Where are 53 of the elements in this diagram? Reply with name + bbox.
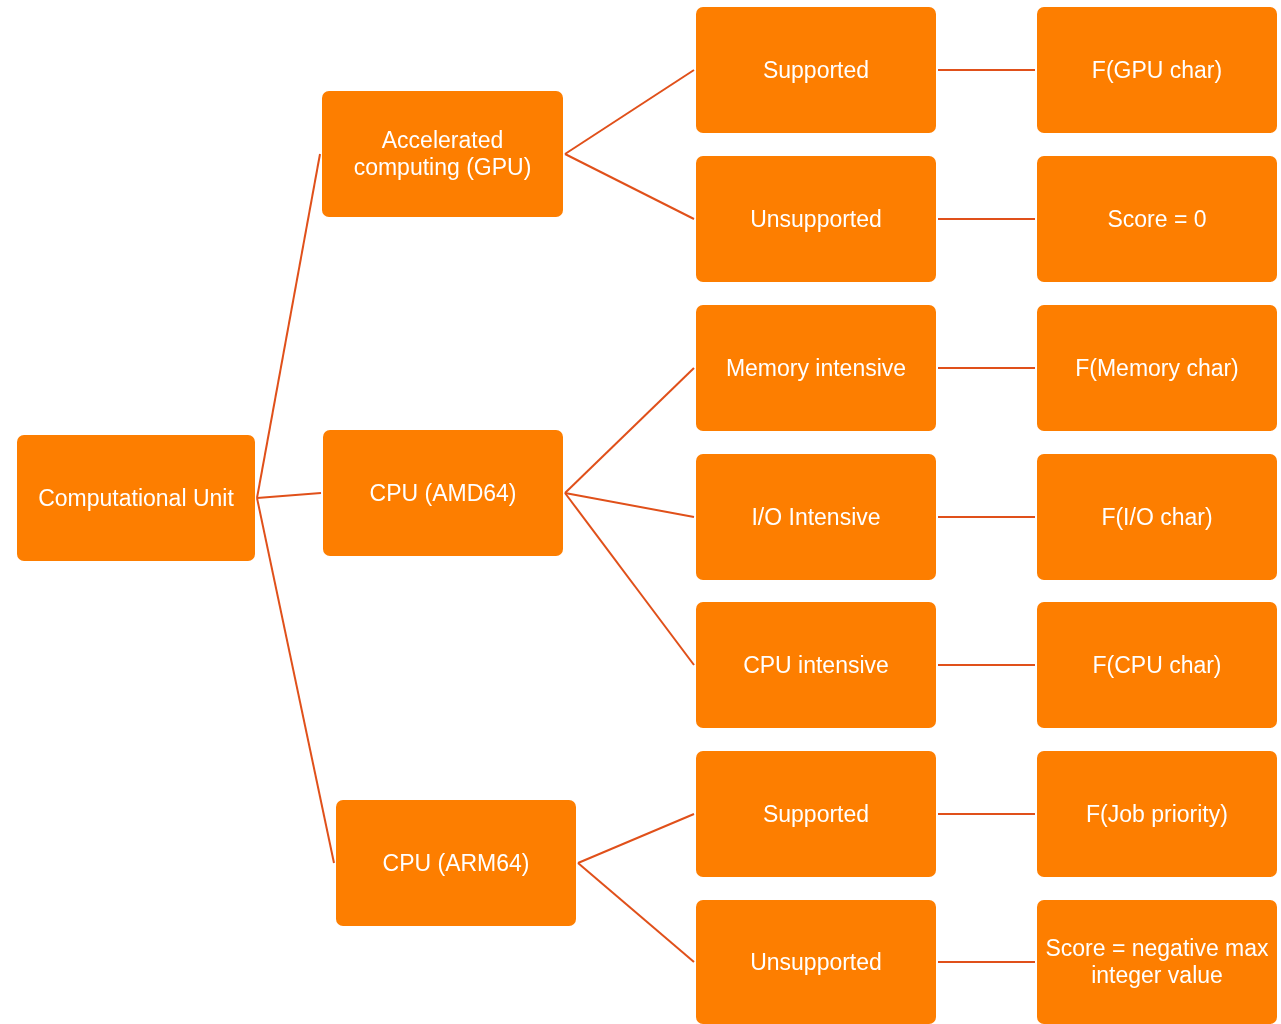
- process-box: [696, 7, 936, 133]
- process-box: [696, 751, 936, 877]
- connector-line: [564, 69, 695, 155]
- node-label: CPU (AMD64): [369, 479, 517, 507]
- connector-line: [564, 492, 695, 666]
- node-label: F(I/O char): [1101, 503, 1213, 531]
- process-box: [1037, 156, 1277, 282]
- process-box: [323, 430, 563, 556]
- process-box: [1037, 751, 1277, 877]
- connector-line: [937, 218, 1036, 220]
- process-box: [696, 454, 936, 580]
- connector-line: [256, 153, 321, 499]
- connector-line: [937, 516, 1036, 518]
- node-label: Memory intensive: [725, 354, 907, 382]
- process-box: [696, 305, 936, 431]
- node-label: Score = 0: [1107, 205, 1207, 233]
- connector-line: [937, 813, 1036, 815]
- process-box: [1037, 7, 1277, 133]
- connector-line: [256, 492, 322, 499]
- process-box: [17, 435, 255, 561]
- node-label: Score = negative max integer value: [1044, 935, 1270, 989]
- process-box: [1037, 305, 1277, 431]
- node-label: Unsupported: [750, 948, 882, 976]
- node-label: Unsupported: [750, 205, 882, 233]
- connector-line: [577, 813, 695, 864]
- connector-line: [256, 497, 335, 864]
- process-box: [1037, 900, 1277, 1024]
- connector-line: [937, 664, 1036, 666]
- process-box: [336, 800, 576, 926]
- process-box: [696, 900, 936, 1024]
- connector-line: [937, 961, 1036, 963]
- process-box: [1037, 454, 1277, 580]
- process-box: [696, 602, 936, 728]
- process-box: [1037, 602, 1277, 728]
- connector-line: [564, 153, 695, 220]
- node-label: Accelerated computing (GPU): [352, 127, 533, 181]
- node-label: CPU (ARM64): [382, 849, 530, 877]
- node-label: F(Job priority): [1086, 800, 1228, 828]
- connector-line: [937, 69, 1036, 71]
- node-label: F(Memory char): [1075, 354, 1239, 382]
- node-label: CPU intensive: [743, 651, 889, 679]
- node-label: F(CPU char): [1092, 651, 1222, 679]
- process-box: [322, 91, 563, 217]
- node-label: Supported: [762, 800, 870, 828]
- connector-line: [564, 492, 695, 518]
- connector-line: [937, 367, 1036, 369]
- node-label: I/O Intensive: [751, 503, 881, 531]
- node-label: Computational Unit: [38, 484, 234, 512]
- node-label: Supported: [762, 56, 870, 84]
- connector-line: [577, 862, 695, 963]
- process-box: [696, 156, 936, 282]
- connector-line: [564, 367, 695, 494]
- node-label: F(GPU char): [1091, 56, 1223, 84]
